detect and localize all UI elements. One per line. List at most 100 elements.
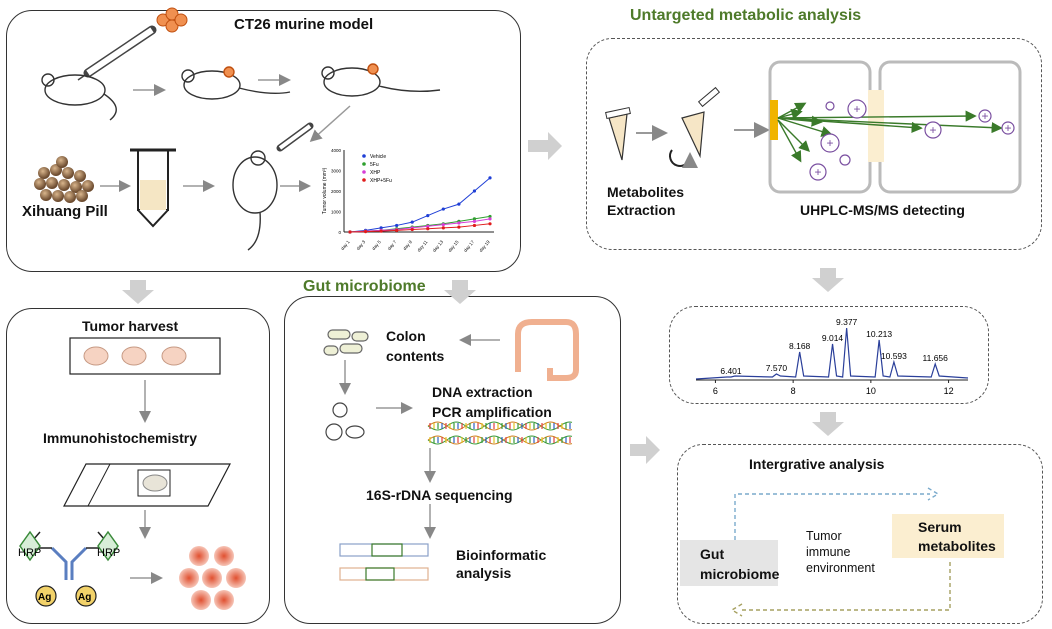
svg-text:+: +: [1004, 121, 1011, 135]
svg-text:+: +: [826, 136, 833, 150]
chart-legend-marker: [362, 154, 366, 158]
chart-ytick: 1000: [331, 210, 342, 215]
gut-microbiome-box: Gut microbiome: [680, 540, 779, 586]
chart-series-line: [349, 218, 491, 233]
antibody-icon: [19, 530, 119, 607]
ag-label-left: Ag: [38, 592, 51, 603]
mouse-icon-4: [232, 150, 278, 251]
chart-point: [410, 220, 414, 224]
chart-ytick: 3000: [331, 169, 342, 174]
hrp-label-right: HRP: [97, 547, 120, 559]
chart-series-line: [349, 223, 491, 233]
gavage-syringe-icon: [276, 122, 314, 152]
chromatogram-xtick: 10: [866, 386, 876, 396]
stained-cells-icon: [179, 546, 246, 610]
tumor-harvest-slide: [69, 337, 221, 375]
metabolites-extraction-label: Metabolites Extraction: [607, 184, 685, 218]
chart-legend-marker: [362, 178, 366, 182]
chart-point: [457, 221, 461, 225]
chart-series-line: [349, 177, 491, 233]
chart-xtick: day 7: [387, 239, 398, 251]
chart-ylabel: Tumor volume (mm³): [322, 167, 328, 214]
chart-point: [426, 224, 430, 228]
svg-text:+: +: [814, 165, 821, 179]
chart-legend-marker: [362, 170, 366, 174]
chart-point: [488, 176, 492, 180]
chart-legend-label: Vehicle: [370, 154, 386, 160]
ct26-title: CT26 murine model: [234, 16, 374, 33]
mouse-icon-2: [181, 66, 291, 100]
big-arrow-right-2: [630, 436, 660, 464]
big-arrow-down-4: [812, 412, 844, 436]
extraction-tube-icon-1: [605, 106, 631, 161]
chart-point: [457, 202, 461, 206]
colon-icon: [515, 319, 579, 381]
tumor-harvest-label: Tumor harvest: [82, 318, 179, 334]
ion-plus-signs: +++ +++: [814, 102, 1011, 179]
ion-icons: [809, 99, 1015, 181]
chart-xtick: day 1: [340, 239, 351, 251]
chart-point: [426, 227, 430, 231]
ag-label-right: Ag: [78, 592, 91, 603]
svg-text:+: +: [853, 102, 860, 116]
mouse-icon-3: [321, 63, 441, 97]
dna-extraction-label: DNA extraction PCR amplification: [432, 384, 552, 420]
chart-point: [363, 229, 368, 234]
chart-legend-label: XHP: [370, 170, 381, 176]
tube-icon: [130, 148, 176, 228]
uhplc-label: UHPLC-MS/MS detecting: [800, 202, 965, 218]
chromatogram-peak-label: 11.656: [923, 353, 949, 363]
ion-arrows: [777, 102, 1003, 163]
chart-point: [472, 219, 477, 223]
mouse-icon-1: [41, 73, 117, 121]
chart-point: [441, 207, 445, 211]
gut-microbiome-title: Gut microbiome: [303, 278, 426, 295]
sequencing-label: 16S-rDNA sequencing: [366, 487, 513, 503]
sequence-bars-icon: [339, 543, 429, 581]
chart-point: [395, 223, 399, 228]
chart-ytick: 2000: [331, 189, 342, 194]
chart-point: [472, 189, 477, 193]
untargeted-title: Untargeted metabolic analysis: [630, 7, 862, 24]
chromatogram-xtick: 8: [791, 386, 796, 396]
ihc-label: Immunohistochemistry: [43, 430, 198, 446]
big-arrow-down-3: [812, 268, 844, 292]
chart-ytick: 0: [338, 230, 341, 235]
colon-contents-label: Colon contents: [386, 328, 445, 364]
syringe-icon: [77, 7, 188, 81]
chart-legend-label: XHP+5Fu: [370, 178, 392, 184]
dna-helix-icon: [427, 421, 573, 445]
chromatogram-xtick: 12: [944, 386, 954, 396]
chart-xtick: day 19: [478, 239, 491, 253]
big-arrow-down-2: [444, 280, 476, 304]
chromatogram-xtick: 6: [713, 386, 718, 396]
integrative-title: Intergrative analysis: [749, 456, 885, 472]
chart-point: [488, 214, 492, 219]
chart-point: [441, 223, 445, 227]
chromatogram-panel: [669, 306, 989, 404]
bacteria-icon: [323, 329, 369, 356]
chart-point: [426, 214, 430, 218]
hrp-label-left: HRP: [18, 547, 41, 559]
chart-ytick: 4000: [331, 148, 342, 153]
ihc-slide: [63, 463, 231, 507]
chromatogram-peak-label: 10.593: [881, 351, 907, 361]
xihuang-pill-icon: [34, 156, 94, 203]
chromatogram-peak-label: 6.401: [720, 366, 742, 376]
chart-point: [488, 222, 492, 226]
chart-point: [441, 226, 445, 230]
chart-point: [379, 229, 383, 233]
chart-legend-label: 5Fu: [370, 162, 379, 168]
serum-metabolites-box: Serum metabolites: [892, 514, 1004, 558]
chart-xtick: day 11: [416, 239, 429, 253]
chart-xtick: day 13: [432, 239, 445, 253]
chart-xtick: day 5: [371, 239, 382, 251]
chart-xtick: day 15: [447, 239, 460, 253]
chart-point: [472, 223, 477, 228]
big-arrow-down-1: [122, 280, 154, 304]
chromatogram-peak-label: 8.168: [789, 341, 811, 351]
chart-point: [488, 217, 492, 221]
extraction-tube-icon-2: [669, 86, 721, 169]
